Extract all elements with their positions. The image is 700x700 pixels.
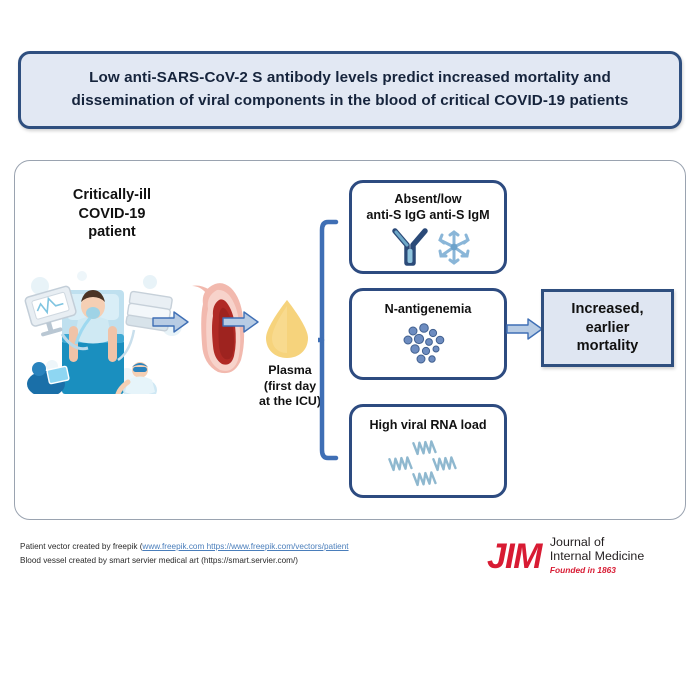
patient-label-line-3: patient	[88, 224, 136, 241]
patient-label-line-2: COVID-19	[78, 205, 146, 222]
journal-name-line-1: Journal of	[549, 535, 605, 550]
viral-rna-strands-icon	[352, 438, 504, 488]
title-line-1: Low anti-SARS-CoV-2 S antibody levels pr…	[89, 69, 611, 87]
outcome-line-2: earlier	[585, 319, 630, 336]
arrow-vessel-to-plasma	[222, 310, 260, 339]
title-line-2: dissemination of viral components in the…	[71, 92, 629, 109]
title-text: Low anti-SARS-CoV-2 S antibody levels pr…	[58, 67, 643, 113]
igm-pentamer-icon	[438, 230, 470, 266]
freepik-credit-link[interactable]: www.freepik.com https://www.freepik.com/…	[142, 542, 349, 551]
credit-line-2: Blood vessel created by smart servier me…	[20, 556, 299, 566]
plasma-label: Plasma (first day at the ICU)	[248, 363, 332, 410]
finding-antibody-line-1: Absent/low	[394, 192, 462, 206]
credit-line-1-prefix: Patient vector created by freepik (	[20, 542, 143, 551]
finding-antibody-line-2: anti-S IgG anti-S IgM	[366, 207, 490, 222]
credit-line-1: Patient vector created by freepik (www.f…	[20, 540, 480, 554]
finding-box-antigenemia: N-antigenemia	[349, 288, 507, 380]
jim-wordmark: JIM	[487, 536, 542, 576]
arrow-patient-to-vessel	[152, 310, 190, 339]
finding-antigenemia-line-1: N-antigenemia	[384, 302, 472, 316]
finding-box-antibody: Absent/low anti-S IgG anti-S IgM	[349, 180, 507, 274]
patient-label-line-1: Critically-ill	[72, 187, 152, 203]
title-banner: Low anti-SARS-CoV-2 S antibody levels pr…	[18, 51, 682, 129]
plasma-label-line-3: at the ICU)	[259, 394, 321, 408]
patient-label: Critically-ill COVID-19 patient	[32, 186, 192, 242]
critically-ill-patient-illustration	[22, 268, 184, 402]
antibody-icon-group	[352, 227, 504, 267]
finding-title-viral-rna: High viral RNA load	[352, 407, 504, 434]
arrow-findings-to-outcome	[506, 317, 544, 346]
journal-logo: JIM Journal of Internal Medicine Founded…	[487, 532, 667, 580]
plasma-drop-icon	[262, 298, 312, 360]
outcome-box-mortality: Increased, earlier mortality	[541, 289, 674, 367]
n-antigen-particles-icon	[352, 322, 504, 366]
journal-name-line-2: Internal Medicine	[549, 549, 645, 564]
plasma-label-line-1: Plasma	[268, 363, 312, 377]
outcome-text: Increased, earlier mortality	[571, 300, 643, 357]
grouping-bracket	[315, 218, 340, 462]
igg-antibody-icon	[392, 228, 428, 266]
finding-title-antibody: Absent/low anti-S IgG anti-S IgM	[352, 183, 504, 223]
journal-founded-text: Founded in 1863	[549, 565, 616, 576]
outcome-line-1: Increased,	[571, 300, 644, 317]
outcome-line-3: mortality	[576, 338, 639, 355]
blood-vessel-illustration	[188, 280, 252, 376]
journal-name-block: Journal of Internal Medicine Founded in …	[549, 535, 645, 576]
finding-box-viral-rna: High viral RNA load	[349, 404, 507, 498]
plasma-label-line-2: (first day	[263, 378, 317, 393]
finding-viral-rna-line-1: High viral RNA load	[369, 418, 487, 432]
finding-title-antigenemia: N-antigenemia	[352, 291, 504, 318]
attribution-credits: Patient vector created by freepik (www.f…	[20, 540, 480, 569]
